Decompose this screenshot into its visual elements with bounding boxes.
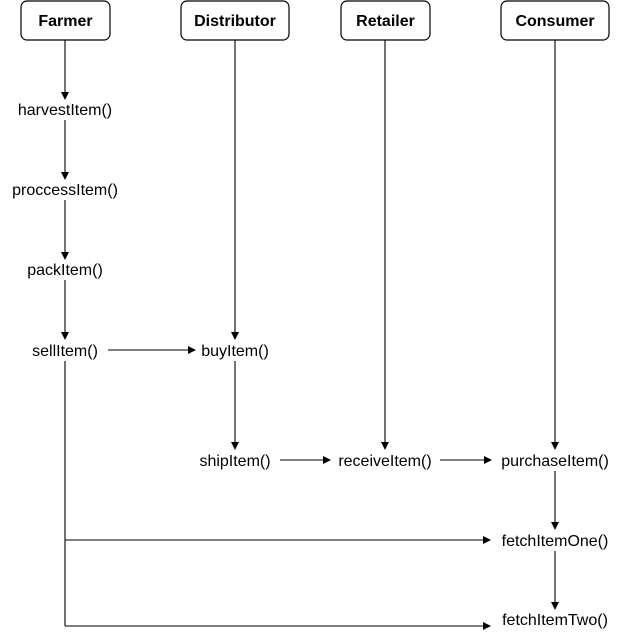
edge-process-to-pack: [61, 200, 69, 260]
edge-distributor-to-buy: [231, 40, 239, 340]
edge-purchase-to-fetch-one: [551, 471, 559, 530]
edge-retailer-to-receive: [381, 40, 389, 450]
actor-farmer-label: Farmer: [38, 13, 92, 30]
edge-sell-to-fetch-one: [64, 361, 491, 626]
step-purchase-item: purchaseItem(): [501, 453, 609, 470]
edge-fetch-one-to-fetch-two: [551, 551, 559, 610]
actor-consumer-label: Consumer: [515, 13, 594, 30]
step-buy-item: buyItem(): [201, 343, 269, 360]
edge-ship-to-receive: [280, 456, 331, 464]
step-pack-item: packItem(): [27, 262, 103, 279]
edge-pack-to-sell: [61, 280, 69, 340]
step-sell-item: sellItem(): [32, 343, 98, 360]
edge-sell-to-fetch-two: [65, 622, 491, 630]
actor-distributor-label: Distributor: [194, 13, 276, 30]
step-receive-item: receiveItem(): [338, 453, 431, 470]
step-harvest-item: harvestItem(): [18, 102, 112, 119]
edge-buy-to-ship: [231, 361, 239, 450]
actor-consumer: Consumer: [500, 0, 610, 41]
step-process-item: proccessItem(): [12, 182, 118, 199]
edge-receive-to-purchase: [440, 456, 492, 464]
edge-consumer-to-purchase: [551, 40, 559, 450]
actor-distributor: Distributor: [180, 0, 290, 41]
step-fetch-item-one: fetchItemOne(): [502, 533, 609, 550]
actor-farmer: Farmer: [20, 0, 111, 41]
edge-harvest-to-process: [61, 120, 69, 180]
step-fetch-item-two: fetchItemTwo(): [502, 612, 608, 629]
step-ship-item: shipItem(): [199, 453, 270, 470]
edge-farmer-to-harvest: [61, 40, 69, 100]
actor-retailer: Retailer: [340, 0, 431, 41]
edge-sell-to-buy: [108, 346, 196, 354]
actor-retailer-label: Retailer: [356, 13, 415, 30]
